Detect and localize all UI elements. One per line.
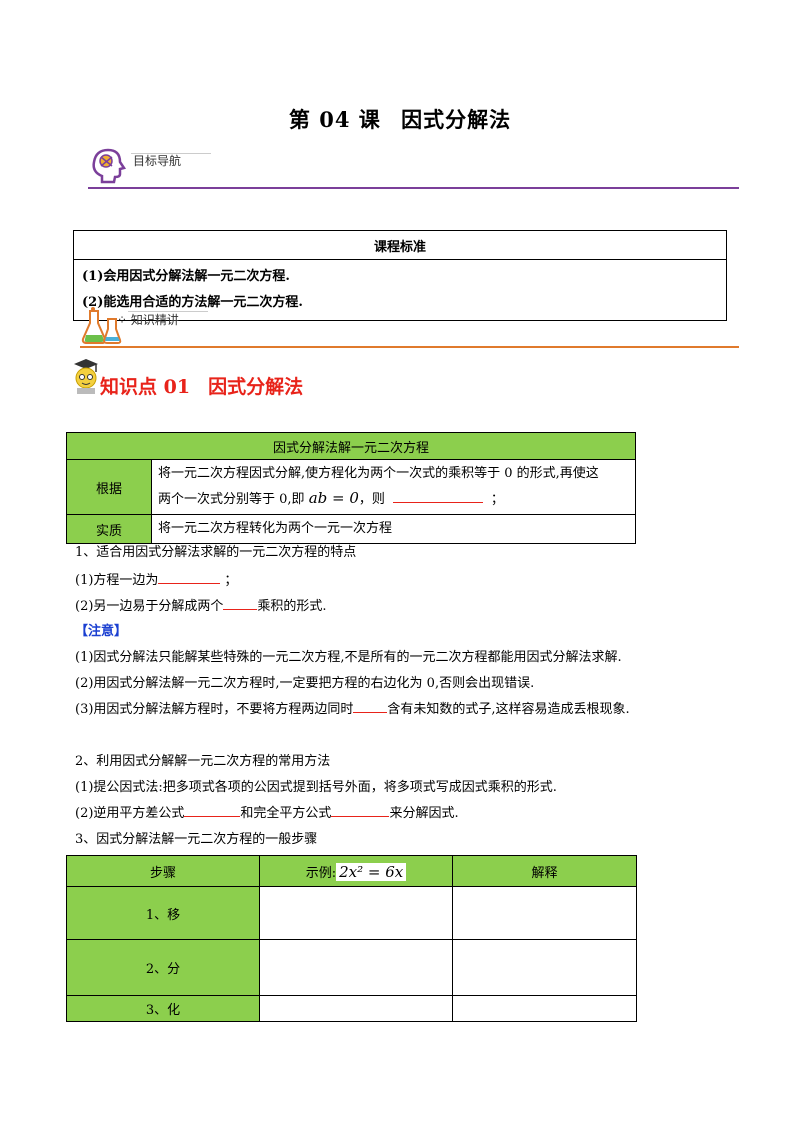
fill-blank[interactable] — [353, 700, 388, 713]
knowledge-label-text: 知识精讲 — [130, 313, 179, 327]
standard-header: 课程标准 — [73, 230, 727, 260]
note-line2: (2)用因式分解法解一元二次方程时,一定要把方程的右边化为 0,否则会出现错误. — [75, 676, 535, 691]
basis-label: 根据 — [66, 459, 152, 515]
equation-ab-zero: ab = 0 — [308, 489, 359, 507]
step-example-cell[interactable] — [259, 995, 453, 1022]
section1-heading: 1、适合用因式分解法求解的一元二次方程的特点 — [75, 545, 357, 560]
fill-blank[interactable] — [392, 490, 483, 503]
essence-content: 将一元二次方程转化为两个一元一次方程 — [151, 514, 636, 544]
standard-item: (1)会用因式分解法解一元二次方程. — [82, 269, 290, 284]
section2-line1: (1)提公因式法:把多项式各项的公因式提到括号外面，将多项式写成因式乘积的形式. — [75, 780, 557, 795]
section2-heading: 2、利用因式分解解一元二次方程的常用方法 — [75, 754, 331, 769]
step-label: 1、移 — [66, 886, 260, 940]
knowledge-point-title: 知识点 01 因式分解法 — [100, 372, 321, 399]
section1-line1-end: ； — [224, 573, 238, 588]
goal-divider — [88, 187, 739, 189]
example-label: 示例: — [305, 865, 337, 881]
basis-text-b: 两个一次式分别等于 0,即 — [158, 492, 305, 507]
fill-blank[interactable] — [184, 804, 241, 817]
standard-body: (1)会用因式分解法解一元二次方程. (2)能选用合适的方法解一元二次方程. — [73, 259, 727, 321]
note-label: 【注意】 — [75, 624, 128, 639]
fill-blank[interactable] — [223, 597, 258, 610]
step-explain-cell[interactable] — [452, 995, 637, 1022]
section2-line2: (2)逆用平方差公式 和完全平方公式 来分解因式. — [75, 802, 459, 821]
basis-text-line1: 将一元二次方程因式分解,使方程化为两个一次式的乘积等于 0 的形式,再使这 — [158, 466, 599, 481]
essence-label: 实质 — [66, 514, 152, 544]
knowledge-point-name: 因式分解法 — [208, 376, 304, 398]
fill-blank[interactable] — [331, 804, 390, 817]
basis-text-c: ，则 — [358, 492, 385, 507]
steps-header-explain: 解释 — [452, 855, 637, 887]
note-line1: (1)因式分解法只能解某些特殊的一元二次方程,不是所有的一元二次方程都能用因式分… — [75, 650, 622, 665]
note-line3-text: (3)用因式分解法解方程时，不要将方程两边同时 — [75, 702, 354, 717]
lab-flask-icon — [81, 307, 122, 344]
steps-header-example: 示例:2x² = 6x — [259, 855, 453, 887]
standard-item: (2)能选用合适的方法解一元二次方程. — [82, 295, 303, 310]
steps-table: 步骤 示例:2x² = 6x 解释 1、移 2、分 3、化 — [66, 855, 637, 1022]
section1-line1: (1)方程一边为 ； — [75, 569, 237, 588]
basis-text-d: ； — [490, 492, 504, 507]
section-goal-label: 目标导航 — [133, 154, 182, 168]
step-explain-cell[interactable] — [452, 939, 637, 996]
lesson-topic: 因式分解法 — [401, 107, 512, 132]
section2-line2-text-b: 和完全平方公式 — [240, 806, 332, 821]
knowledge-divider — [80, 346, 739, 348]
section1-line2: (2)另一边易于分解成两个 乘积的形式. — [75, 595, 327, 614]
steps-header-step: 步骤 — [66, 855, 260, 887]
basis-text-line2: 两个一次式分别等于 0,即 ab = 0，则 ； — [158, 486, 629, 512]
step-example-cell[interactable] — [259, 886, 453, 940]
step-label: 3、化 — [66, 995, 260, 1022]
section2-line2-text-a: (2)逆用平方差公式 — [75, 806, 185, 821]
fill-blank[interactable] — [158, 571, 221, 584]
note-line3: (3)用因式分解法解方程时，不要将方程两边同时 含有未知数的式子,这样容易造成丢根… — [75, 698, 630, 717]
goal-label-rule — [131, 153, 211, 154]
graduate-mascot-icon — [74, 359, 98, 394]
step-example-cell[interactable] — [259, 939, 453, 996]
lesson-number: 第 04 课 — [288, 107, 381, 132]
step-explain-cell[interactable] — [452, 886, 637, 940]
section1-line1-text: (1)方程一边为 — [75, 573, 159, 588]
section3-heading: 3、因式分解法解一元二次方程的一般步骤 — [75, 832, 318, 847]
section1-line2-text: (2)另一边易于分解成两个 — [75, 599, 224, 614]
knowledge-label-rule — [128, 311, 208, 312]
example-equation: 2x² = 6x — [336, 862, 407, 881]
knowledge-point-number: 知识点 01 — [100, 376, 191, 398]
course-standard-table: 课程标准 (1)会用因式分解法解一元二次方程. (2)能选用合适的方法解一元二次… — [73, 230, 727, 321]
section1-line2-end: 乘积的形式. — [257, 599, 327, 614]
method-table-header: 因式分解法解一元二次方程 — [66, 432, 636, 460]
page-title: 第 04 课 因式分解法 — [0, 104, 800, 134]
section2-line2-text-c: 来分解因式. — [389, 806, 459, 821]
note-line3-end: 含有未知数的式子,这样容易造成丢根现象. — [387, 702, 630, 717]
basis-content: 将一元二次方程因式分解,使方程化为两个一次式的乘积等于 0 的形式,再使这 两个… — [151, 459, 636, 515]
step-label: 2、分 — [66, 939, 260, 996]
method-table: 因式分解法解一元二次方程 根据 将一元二次方程因式分解,使方程化为两个一次式的乘… — [66, 432, 636, 544]
brain-head-icon — [92, 148, 127, 184]
section-knowledge-label: ⁘ 知识精讲 — [117, 313, 179, 327]
